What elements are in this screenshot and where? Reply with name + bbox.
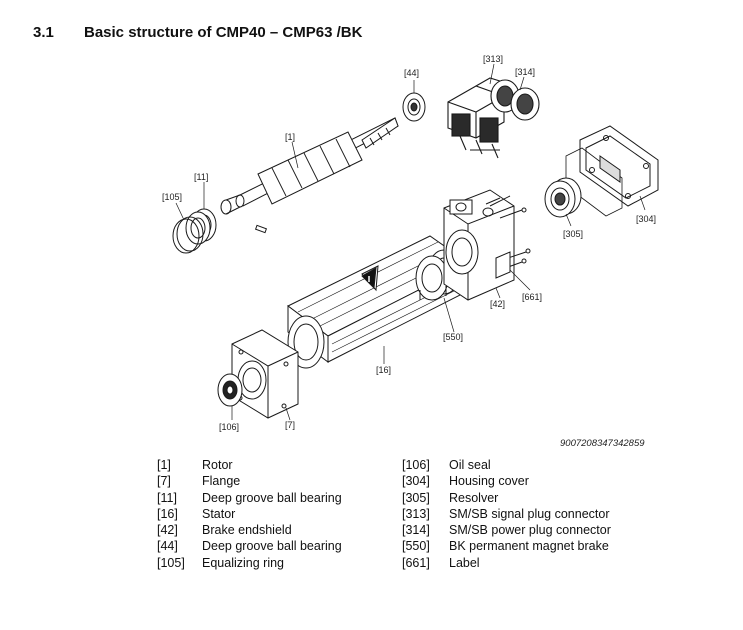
callout-661: [661] [522, 292, 542, 302]
legend-number: [106] [402, 458, 430, 472]
legend-number: [550] [402, 539, 430, 554]
legend-number: [7] [157, 474, 171, 489]
legend-number: [42] [157, 523, 178, 538]
legend-number: [16] [157, 506, 178, 521]
legend-item: [105] Equalizing ring [157, 555, 342, 571]
part-7-flange [231, 329, 299, 419]
legend-number: [304] [402, 474, 430, 489]
part-106-oil-seal [217, 373, 243, 407]
legend-label: Brake endshield [202, 523, 292, 538]
legend-left-column: [1] Rotor [7] Flange [11] Deep groove ball … [157, 457, 342, 571]
legend-label: Equalizing ring [202, 555, 284, 570]
callout-305: [305] [563, 229, 583, 239]
section-number: 3.1 [33, 24, 54, 41]
part-42-brake-endshield [443, 189, 531, 301]
callout-106: [106] [219, 422, 239, 432]
callout-7: [7] [285, 420, 295, 430]
legend-item: [42] Brake endshield [157, 522, 342, 538]
legend-item: [305] Resolver [402, 490, 611, 506]
part-1-rotor [220, 117, 399, 234]
legend-label: Deep groove ball bearing [202, 490, 342, 505]
part-11-bearing [185, 208, 217, 245]
legend-label: Deep groove ball bearing [202, 539, 342, 554]
legend-label: Resolver [449, 490, 499, 505]
legend-number: [313] [402, 506, 430, 521]
callout-44: [44] [404, 68, 419, 78]
legend-item: [106] Oil seal [402, 457, 611, 473]
legend-number: [44] [157, 539, 178, 554]
legend-number: [305] [402, 490, 430, 505]
legend-right-column: [106] Oil seal [304] Housing cover [305] Re… [402, 457, 611, 571]
legend-label: Flange [202, 474, 241, 489]
legend-label: Label [449, 555, 480, 570]
legend-item: [661] Label [402, 555, 611, 571]
legend-label: Stator [202, 506, 236, 521]
callout-314: [314] [515, 67, 535, 77]
legend-number: [11] [157, 490, 177, 505]
legend-label: SM/SB power plug connector [449, 523, 611, 538]
leader-lines [175, 63, 646, 421]
legend-item: [16] Stator [157, 506, 342, 522]
part-105-equalizing-ring [172, 216, 204, 254]
callout-304: [304] [636, 214, 656, 224]
section-title: Basic structure of CMP40 – CMP63 /BK [84, 24, 363, 41]
callout-16: [16] [376, 365, 391, 375]
legend-label: BK permanent magnet brake [449, 539, 609, 554]
callout-1: [1] [285, 132, 295, 142]
legend-item: [1] Rotor [157, 457, 342, 473]
callout-550: [550] [443, 332, 463, 342]
callout-11: [11] [194, 172, 208, 182]
part-305-resolver [544, 177, 582, 218]
legend-label: Oil seal [449, 458, 491, 472]
legend-item: [11] Deep groove ball bearing [157, 490, 342, 506]
part-304-housing-cover [565, 125, 659, 217]
legend-number: [314] [402, 523, 430, 538]
legend-label: Housing cover [449, 474, 529, 489]
legend-item: [7] Flange [157, 473, 342, 489]
part-313-314-plug-connectors [447, 77, 540, 159]
legend-label: SM/SB signal plug connector [449, 506, 610, 521]
legend-item: [304] Housing cover [402, 473, 611, 489]
callout-313: [313] [483, 54, 503, 64]
legend-number: [105] [157, 555, 185, 570]
legend-number: [1] [157, 458, 171, 472]
warning-triangle-icon [361, 265, 379, 292]
legend-label: Rotor [202, 458, 233, 472]
callout-105: [105] [162, 192, 182, 202]
legend-item: [314] SM/SB power plug connector [402, 522, 611, 538]
figure-id: 9007208347342859 [560, 438, 645, 449]
part-661-label [495, 251, 511, 279]
part-44-bearing [402, 92, 426, 122]
legend-item: [550] BK permanent magnet brake [402, 538, 611, 554]
callout-42: [42] [490, 299, 505, 309]
legend-item: [313] SM/SB signal plug connector [402, 506, 611, 522]
legend-number: [661] [402, 555, 430, 570]
legend-item: [44] Deep groove ball bearing [157, 538, 342, 554]
